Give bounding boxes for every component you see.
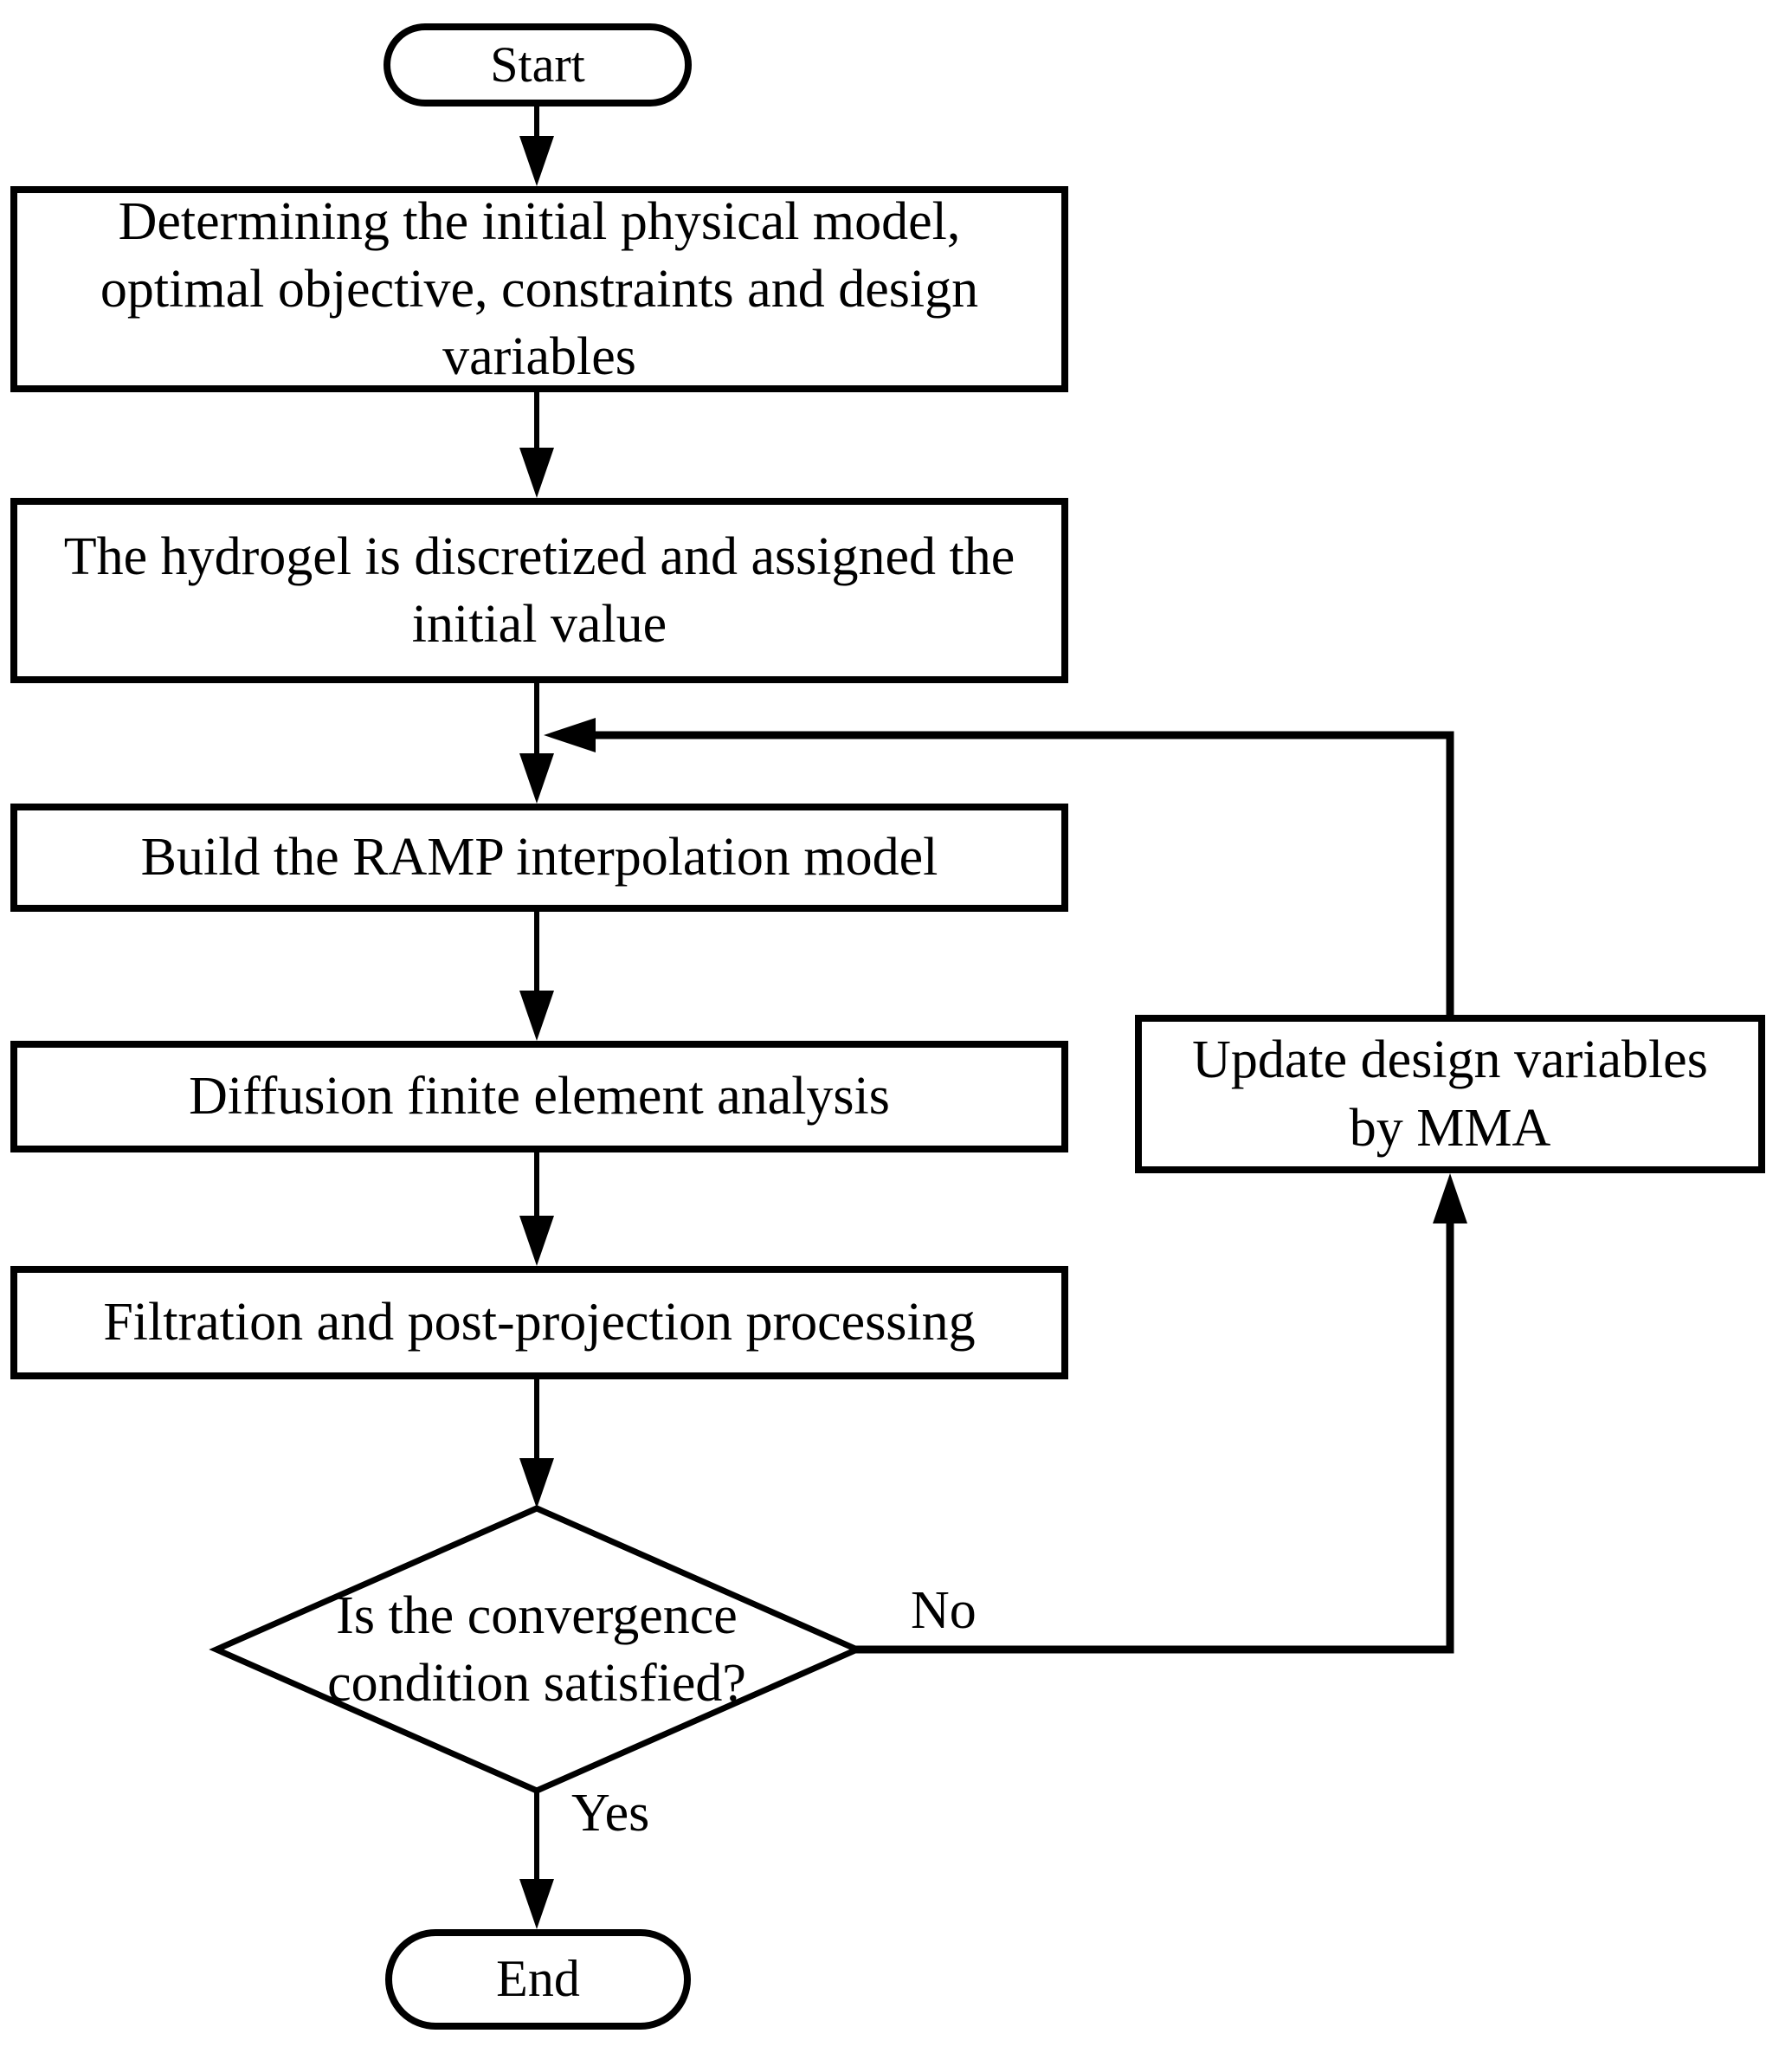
node-build-ramp-model: Build the RAMP interpolation model — [10, 804, 1068, 912]
node-filtration-projection-label: Filtration and post-projection processin… — [103, 1293, 976, 1353]
node-diffusion-fea-label: Diffusion finite element analysis — [189, 1067, 890, 1127]
node-start-label: Start — [490, 36, 585, 94]
arrow-decision-yes-to-end — [519, 1791, 554, 1929]
node-determine-model: Determining the initial physical model, … — [10, 186, 1068, 392]
node-diffusion-fea: Diffusion finite element analysis — [10, 1041, 1068, 1152]
node-update-design-variables-label: Update design variables by MMA — [1192, 1030, 1708, 1158]
arrow-discretize-to-ramp — [519, 682, 554, 804]
arrow-define-to-discretize — [519, 391, 554, 498]
arrow-filtration-to-decision — [519, 1378, 554, 1508]
arrow-start-to-define — [519, 106, 554, 186]
arrow-ramp-to-diffusion — [519, 911, 554, 1041]
arrow-diffusion-to-filtration — [519, 1152, 554, 1266]
node-end: End — [385, 1929, 691, 2030]
node-convergence-decision: Is the convergence condition satisfied? — [277, 1554, 796, 1745]
arrow-decision-no-to-update — [855, 1173, 1467, 1654]
arrow-update-to-junction — [544, 718, 1454, 1015]
node-build-ramp-model-label: Build the RAMP interpolation model — [140, 828, 938, 888]
node-update-design-variables: Update design variables by MMA — [1135, 1015, 1765, 1173]
node-convergence-decision-label: Is the convergence condition satisfied? — [327, 1585, 746, 1713]
node-end-label: End — [496, 1950, 580, 2008]
node-determine-model-label: Determining the initial physical model, … — [100, 191, 979, 387]
node-discretize-hydrogel: The hydrogel is discretized and assigned… — [10, 498, 1068, 683]
node-start: Start — [384, 23, 692, 107]
edge-label-yes: Yes — [571, 1784, 650, 1843]
node-discretize-hydrogel-label: The hydrogel is discretized and assigned… — [63, 526, 1015, 654]
edge-label-no: No — [911, 1581, 977, 1640]
node-filtration-projection: Filtration and post-projection processin… — [10, 1266, 1068, 1379]
